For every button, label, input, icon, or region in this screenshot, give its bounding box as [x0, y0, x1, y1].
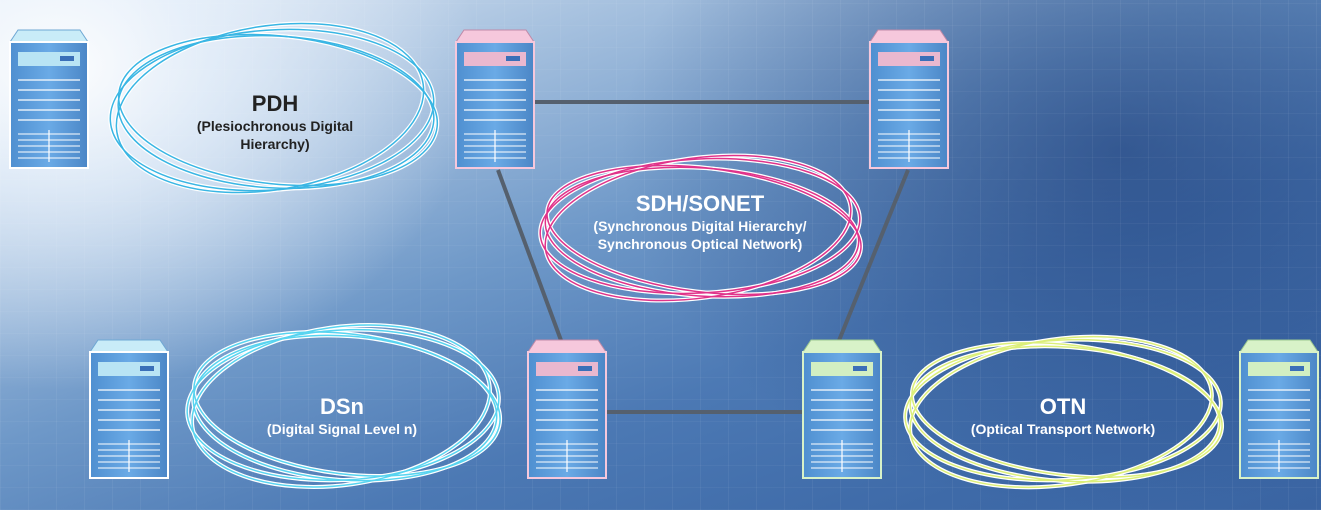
pdh-label: PDH (Plesiochronous Digital Hierarchy)	[197, 91, 353, 153]
sdh-ring-color	[539, 154, 862, 302]
server-icon	[869, 29, 949, 169]
sdh-title: SDH/SONET	[635, 191, 765, 216]
pdh-description-line2: Hierarchy)	[240, 136, 310, 152]
pdh-title: PDH	[251, 91, 299, 116]
otn-description: (Optical Transport Network)	[970, 421, 1156, 437]
dsn-title: DSn	[319, 394, 364, 419]
server-icon	[527, 339, 607, 479]
dsn-label: DSn (Digital Signal Level n)	[267, 394, 417, 438]
server-icon	[455, 29, 535, 169]
otn-ring-color	[904, 335, 1223, 489]
sdh-description-line2: Synchronous Optical Network)	[597, 236, 803, 252]
sdh-label: SDH/SONET (Synchronous Digital Hierarchy…	[593, 191, 806, 253]
server-icon	[89, 339, 169, 479]
server-icon	[9, 29, 89, 169]
otn-title: OTN	[1039, 394, 1087, 419]
link-left	[496, 169, 564, 344]
server-icon	[802, 339, 882, 479]
link-lines	[496, 100, 910, 414]
otn-label: OTN (Optical Transport Network)	[971, 394, 1155, 438]
sdh-description-line1: (Synchronous Digital Hierarchy/	[593, 218, 807, 234]
dsn-description: (Digital Signal Level n)	[266, 421, 418, 437]
pdh-description-line1: (Plesiochronous Digital	[196, 118, 354, 134]
pdh-ring-color	[109, 22, 439, 194]
dsn-ring-color	[186, 324, 501, 488]
link-right	[836, 169, 910, 344]
server-icon	[1239, 339, 1319, 479]
servers	[9, 29, 1319, 479]
